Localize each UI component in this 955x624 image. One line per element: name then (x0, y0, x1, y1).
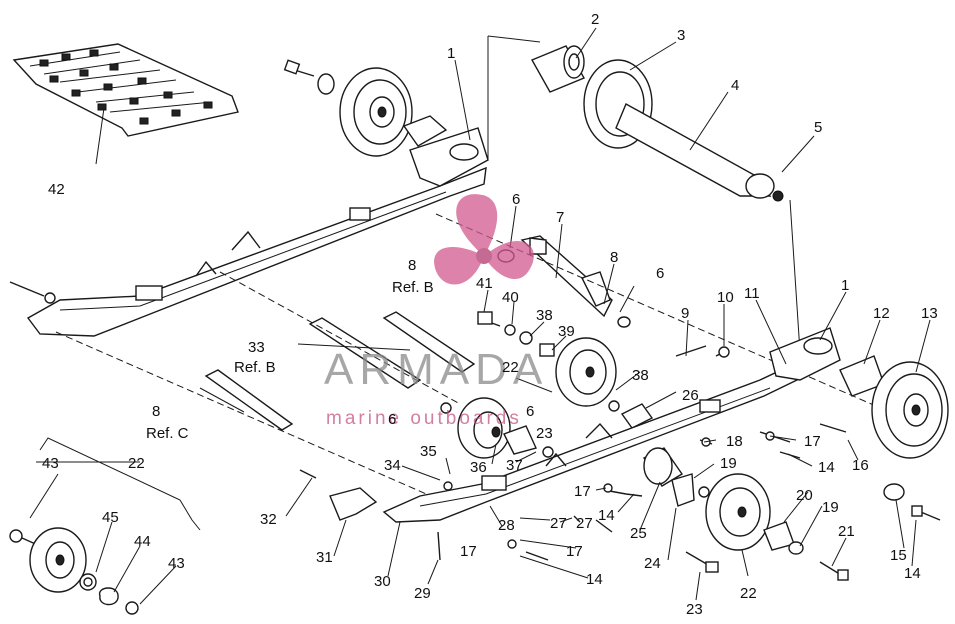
leader-lines (29, 27, 931, 605)
callout-38: 38 (632, 367, 649, 384)
callout-20: 20 (796, 487, 813, 504)
callout-23: 23 (686, 601, 703, 618)
callout-19: 19 (720, 455, 737, 472)
callout-29: 29 (414, 585, 431, 602)
callout-43: 43 (42, 455, 59, 472)
callout-17: 17 (566, 543, 583, 560)
rear-axle-assembly (487, 35, 801, 353)
callout-11: 11 (744, 285, 760, 302)
callout-14: 14 (598, 507, 615, 524)
reference-notes: Ref. B Ref. B Ref. C (146, 279, 434, 442)
callout-13: 13 (921, 305, 938, 322)
callout-42: 42 (48, 181, 65, 198)
callout-15: 15 (890, 547, 907, 564)
callout-5: 5 (814, 119, 822, 136)
ref-note-8-c: Ref. C (146, 425, 189, 442)
lower-rear-wheel (642, 447, 849, 581)
cross-shafts (55, 213, 941, 501)
watermark-subtitle: marine outboards (326, 408, 522, 429)
callout-14: 14 (818, 459, 835, 476)
callout-7: 7 (556, 209, 564, 226)
ref-note-33: Ref. B (234, 359, 276, 376)
callout-36: 36 (470, 459, 487, 476)
callout-8: 8 (152, 403, 160, 420)
callout-19: 19 (822, 499, 839, 516)
left-slide-rail (9, 127, 489, 337)
right-idler-wheel (819, 355, 949, 521)
callout-26: 26 (682, 387, 699, 404)
callout-38: 38 (536, 307, 553, 324)
watermark-title: ARMADA (324, 345, 548, 394)
callout-33: 33 (248, 339, 265, 356)
callout-16: 16 (852, 457, 869, 474)
callout-22: 22 (740, 585, 757, 602)
callout-27: 27 (576, 515, 593, 532)
callout-31: 31 (316, 549, 333, 566)
callout-22: 22 (128, 455, 145, 472)
bogie-wheel-detail (9, 437, 201, 615)
callout-24: 24 (644, 555, 661, 572)
ref-note-8: Ref. B (392, 279, 434, 296)
callout-18: 18 (726, 433, 743, 450)
part-42-track-clips (12, 43, 239, 137)
callout-14: 14 (586, 571, 603, 588)
armada-watermark: ARMADA marine outboards (324, 194, 548, 429)
callout-35: 35 (420, 443, 437, 460)
callout-4: 4 (731, 77, 739, 94)
right-slide-rail (382, 327, 841, 523)
front-idler-wheel-left (283, 59, 448, 157)
callout-17: 17 (460, 543, 477, 560)
callout-21: 21 (838, 523, 855, 540)
callout-22: 22 (502, 359, 519, 376)
callout-27: 27 (550, 515, 567, 532)
callout-43: 43 (168, 555, 185, 572)
callout-1: 1 (841, 277, 849, 294)
callout-40: 40 (502, 289, 519, 306)
callout-6: 6 (656, 265, 664, 282)
callout-10: 10 (717, 289, 734, 306)
callout-39: 39 (558, 323, 575, 340)
callout-17: 17 (804, 433, 821, 450)
callout-44: 44 (134, 533, 151, 550)
callout-6: 6 (388, 411, 396, 428)
callout-8: 8 (408, 257, 416, 274)
callout-41: 41 (476, 275, 493, 292)
mid-idler-wheels (457, 337, 654, 459)
callout-6: 6 (512, 191, 520, 208)
callout-32: 32 (260, 511, 277, 528)
callout-34: 34 (384, 457, 401, 474)
callout-14: 14 (904, 565, 921, 582)
callout-30: 30 (374, 573, 391, 590)
callout-1: 1 (447, 45, 455, 62)
callout-17: 17 (574, 483, 591, 500)
callout-labels: 1 2 3 4 5 42 6 7 8 6 8 41 40 38 39 9 10 … (42, 11, 938, 618)
propeller-logo-icon (434, 194, 534, 285)
callout-3: 3 (677, 27, 685, 44)
callout-8: 8 (610, 249, 618, 266)
callout-12: 12 (873, 305, 890, 322)
callout-9: 9 (681, 305, 689, 322)
callout-23: 23 (536, 425, 553, 442)
callout-2: 2 (591, 11, 599, 28)
callout-25: 25 (630, 525, 647, 542)
callout-28: 28 (498, 517, 515, 534)
callout-37: 37 (506, 457, 523, 474)
callout-45: 45 (102, 509, 119, 526)
callout-6: 6 (526, 403, 534, 420)
